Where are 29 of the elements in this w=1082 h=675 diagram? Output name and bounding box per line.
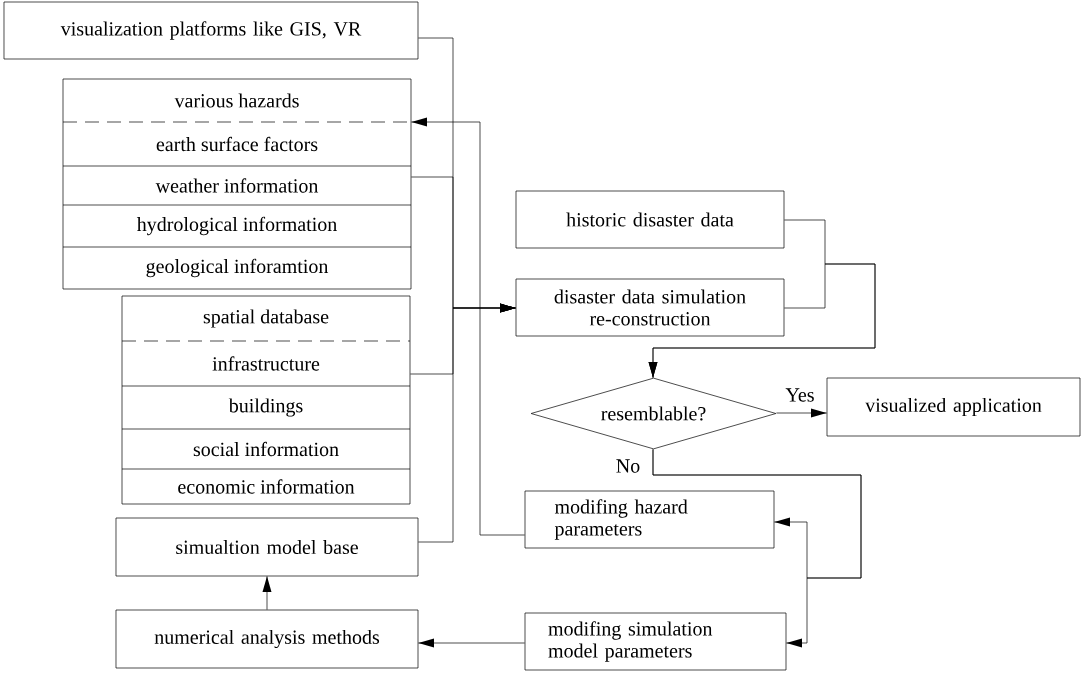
row-label: hydrological information: [136, 216, 337, 236]
process-box: disaster data simulation re-construction: [515, 278, 785, 337]
layered-box: [62, 78, 412, 290]
arrow: [776, 408, 827, 418]
arrow: [652, 449, 862, 648]
process-box: modifing hazard parameters: [524, 490, 775, 549]
process-box: numerical analysis methods: [115, 609, 419, 669]
row-label: geological inforamtion: [146, 258, 329, 278]
row-label: various hazards: [174, 93, 299, 108]
row-label: earth surface factors: [156, 136, 318, 152]
layered-box: [121, 295, 411, 505]
row-label: social information: [193, 441, 339, 457]
arrow: [648, 263, 876, 378]
edge-label: Yes: [784, 387, 816, 403]
process-box: historic disaster data: [515, 190, 785, 249]
process-box: visualized application: [826, 377, 1081, 437]
row-label: weather information: [155, 178, 319, 193]
arrow: [411, 117, 525, 536]
arrow: [418, 638, 525, 648]
process-box: simualtion model base: [115, 517, 419, 577]
row-label: spatial database: [203, 309, 329, 328]
process-box: visualization platforms like GIS, VR: [3, 1, 419, 60]
edge-label: No: [614, 458, 642, 474]
row-label: buildings: [228, 398, 303, 417]
row-label: infrastructure: [212, 356, 320, 371]
arrow: [262, 576, 272, 610]
process-box: modifing simulation model parameters: [524, 612, 787, 671]
row-label: economic information: [178, 479, 355, 494]
arrow: [418, 303, 516, 543]
